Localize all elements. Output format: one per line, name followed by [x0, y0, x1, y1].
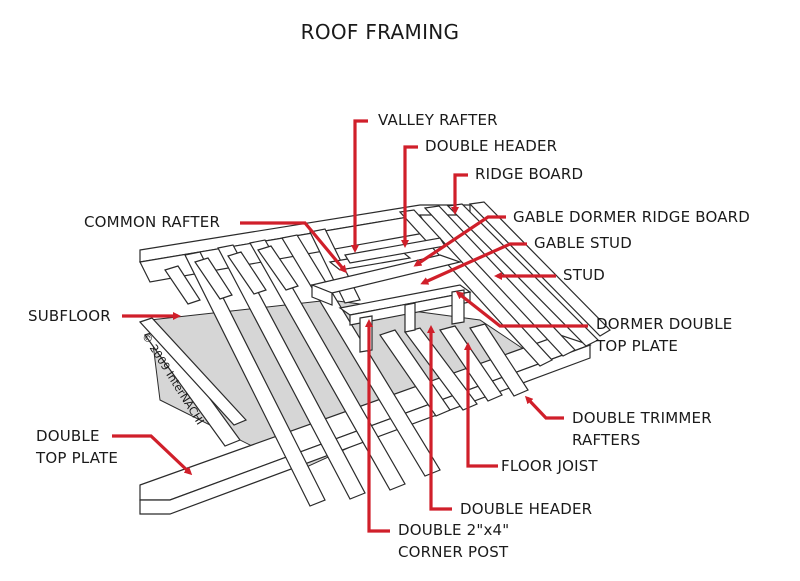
label-double-top-plate-line1: DOUBLE — [36, 427, 100, 445]
label-dormer-double-top-plate-line1: DORMER DOUBLE — [596, 315, 733, 333]
label-floor-joist: FLOOR JOIST — [501, 457, 598, 475]
page-title: ROOF FRAMING — [300, 20, 460, 44]
label-ridge-board: RIDGE BOARD — [475, 165, 584, 183]
back-rafters — [164, 245, 299, 305]
label-double-header-bottom: DOUBLE HEADER — [460, 500, 593, 518]
label-common-rafter: COMMON RAFTER — [84, 213, 221, 231]
dormer-frame — [310, 237, 472, 353]
label-double-trimmer-rafters-line2: RAFTERS — [572, 431, 641, 449]
label-corner-post-line1: DOUBLE 2"x4" — [398, 521, 510, 539]
label-gable-stud: GABLE STUD — [534, 234, 632, 252]
label-gable-dormer-ridge-board: GABLE DORMER RIDGE BOARD — [513, 208, 751, 226]
label-subfloor: SUBFLOOR — [28, 307, 111, 325]
label-corner-post-line2: CORNER POST — [398, 543, 509, 561]
label-double-header-top: DOUBLE HEADER — [425, 137, 558, 155]
label-stud: STUD — [563, 266, 606, 284]
label-dormer-double-top-plate-line2: TOP PLATE — [596, 337, 679, 355]
label-double-top-plate-line2: TOP PLATE — [36, 449, 119, 467]
label-valley-rafter: VALLEY RAFTER — [378, 111, 498, 129]
leader-arrows — [112, 119, 588, 533]
label-double-trimmer-rafters-line1: DOUBLE TRIMMER — [572, 409, 712, 427]
